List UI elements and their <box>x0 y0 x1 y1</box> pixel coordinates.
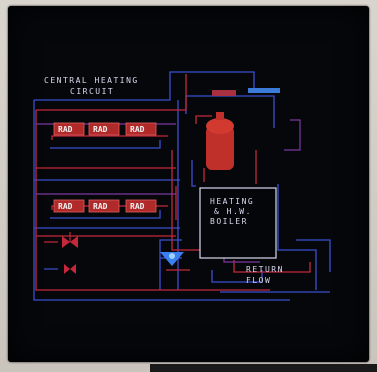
valve-icon <box>62 232 78 248</box>
radiator-label: RAD <box>93 125 108 134</box>
boiler-label-line2: & H.W. <box>214 207 252 216</box>
expansion-cistern <box>248 88 280 93</box>
return-label: RETURN <box>246 265 284 274</box>
valve-icon <box>64 264 76 274</box>
radiator-label: RAD <box>58 202 73 211</box>
radiator-label: RAD <box>93 202 108 211</box>
diagram-title-line1: CENTRAL HEATING <box>44 76 139 85</box>
blue-pipework <box>34 72 330 300</box>
radiator-label: RAD <box>130 202 145 211</box>
boiler-label-line3: BOILER <box>210 217 248 226</box>
hot-water-cylinder <box>206 112 234 170</box>
flow-label: FLOW <box>246 276 271 285</box>
radiator-row-upper: RAD RAD RAD <box>54 123 156 135</box>
radiator-row-lower: RAD RAD RAD <box>54 200 156 212</box>
boiler: HEATING & H.W. BOILER <box>200 188 276 258</box>
diagram-title-line2: CIRCUIT <box>70 87 114 96</box>
pump-icon <box>160 252 184 266</box>
radiator-label: RAD <box>130 125 145 134</box>
feed-tank <box>212 90 236 96</box>
radiator-label: RAD <box>58 125 73 134</box>
boiler-label-line1: HEATING <box>210 197 254 206</box>
